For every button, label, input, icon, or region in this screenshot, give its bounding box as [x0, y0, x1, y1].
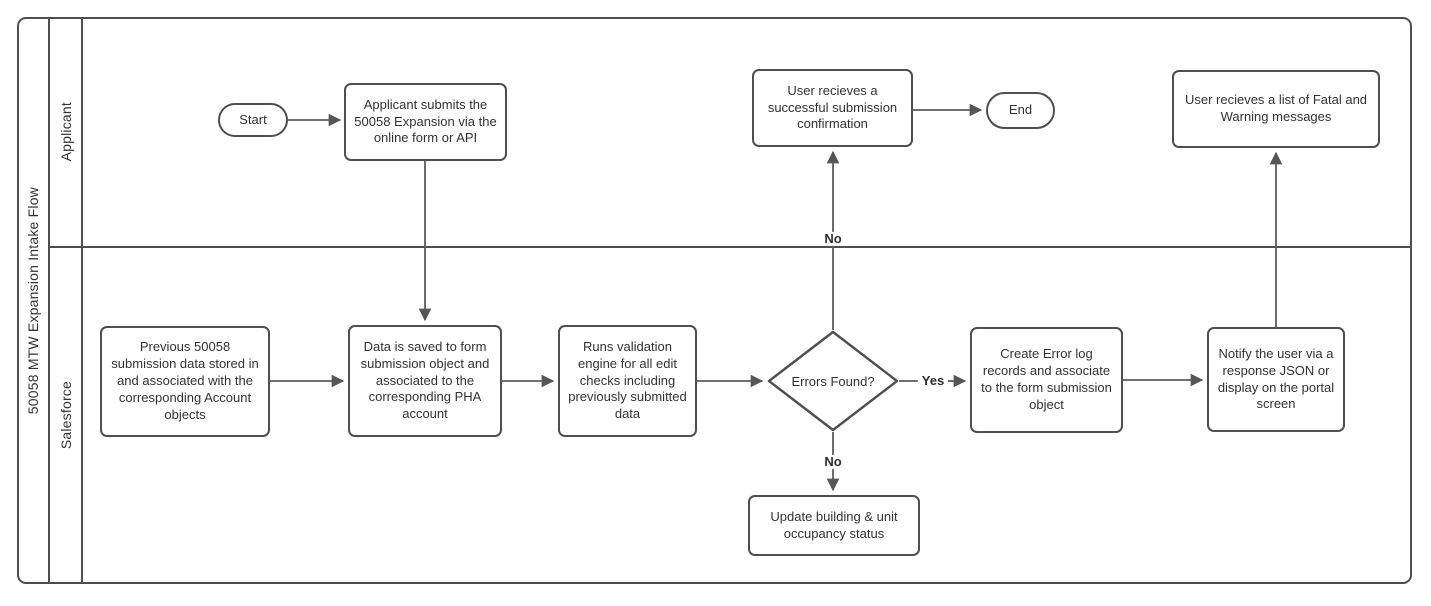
- node-start-label: Start: [239, 111, 267, 127]
- node-start: Start: [218, 103, 288, 137]
- edge-label-no-up: No: [820, 231, 846, 247]
- node-runs-validation-label: Runs validation engine for all edit chec…: [568, 338, 687, 422]
- node-end: End: [986, 92, 1055, 129]
- node-applicant-submits-label: Applicant submits the 50058 Expansion vi…: [354, 96, 497, 146]
- node-applicant-submits: Applicant submits the 50058 Expansion vi…: [344, 83, 507, 161]
- edge-label-no-down: No: [820, 454, 846, 470]
- node-notify-user: Notify the user via a response JSON or d…: [1207, 327, 1345, 432]
- node-decision-label: Errors Found?: [791, 373, 875, 389]
- node-fatal-warning-label: User recieves a list of Fatal and Warnin…: [1184, 92, 1368, 124]
- node-data-saved-label: Data is saved to form submission object …: [360, 338, 490, 422]
- node-create-error-log: Create Error log records and associate t…: [970, 327, 1123, 433]
- lane-divider: [48, 246, 1412, 248]
- node-fatal-warning: User recieves a list of Fatal and Warnin…: [1172, 70, 1380, 148]
- node-end-label: End: [1008, 102, 1033, 118]
- edge-label-yes: Yes: [917, 373, 949, 389]
- node-update-building: Update building & unit occupancy status: [748, 495, 920, 556]
- node-previous-submission: Previous 50058 submission data stored in…: [100, 326, 270, 437]
- node-decision: Errors Found?: [767, 330, 899, 432]
- swimlane-frame: [17, 17, 1412, 584]
- node-data-saved: Data is saved to form submission object …: [348, 325, 502, 437]
- node-success-confirmation: User recieves a successful submission co…: [752, 69, 913, 147]
- lane-label-column-divider: [81, 17, 83, 584]
- node-previous-submission-label: Previous 50058 submission data stored in…: [111, 339, 259, 422]
- node-success-confirmation-label: User recieves a successful submission co…: [767, 82, 898, 132]
- node-runs-validation: Runs validation engine for all edit chec…: [558, 325, 697, 437]
- node-create-error-log-label: Create Error log records and associate t…: [981, 346, 1112, 412]
- title-column-divider: [48, 17, 50, 584]
- node-update-building-label: Update building & unit occupancy status: [770, 508, 898, 541]
- node-notify-user-label: Notify the user via a response JSON or d…: [1217, 345, 1335, 412]
- decision-diamond-shape: [767, 330, 899, 432]
